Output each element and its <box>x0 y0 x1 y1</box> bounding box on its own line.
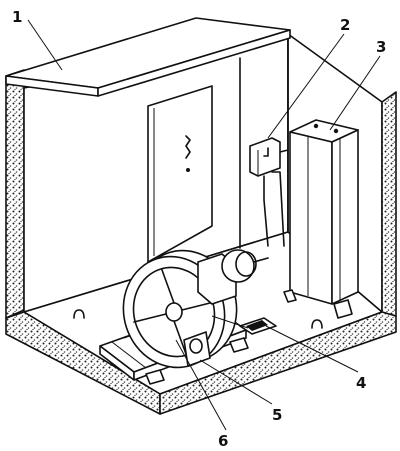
cabinet-front <box>289 131 333 305</box>
door <box>147 85 213 263</box>
floor-hook-icon <box>73 309 85 319</box>
motor-shaft <box>253 257 269 263</box>
sheave-spoke <box>181 301 215 311</box>
cabinet-foot <box>333 299 353 319</box>
floor-hook-icon <box>311 319 323 329</box>
sheave-spoke <box>161 269 175 304</box>
base-rail <box>111 341 147 369</box>
rope-hole-shadow <box>246 320 268 331</box>
ceiling-slab <box>5 17 291 97</box>
door-frame <box>147 85 213 263</box>
sheave-spoke <box>173 320 187 355</box>
sheave-spoke <box>133 313 167 323</box>
floor-slab-right <box>159 311 397 415</box>
callout-6: 6 <box>218 432 228 450</box>
motor-end-cap <box>235 251 257 277</box>
brake-drum <box>189 338 203 354</box>
right-wall-section <box>381 91 397 317</box>
door-lock-icon <box>186 168 190 172</box>
callout-4: 4 <box>356 374 366 392</box>
cabinet-bolt-icon <box>313 123 319 129</box>
switch-lever-icon <box>263 147 269 157</box>
switch-box <box>249 137 289 247</box>
machine-foot <box>145 369 165 385</box>
winch-machine <box>99 249 269 385</box>
callout-2: 2 <box>340 16 350 34</box>
motor-body <box>221 249 255 283</box>
cabinet-foot <box>283 289 297 303</box>
left-wall-section <box>5 69 25 319</box>
leader-line-1 <box>27 19 63 71</box>
cable-to-cabinet <box>271 171 285 247</box>
door-handle-icon <box>185 135 191 159</box>
callout-3: 3 <box>376 38 386 56</box>
cabinet-bolt-icon <box>333 128 339 134</box>
machine-foot <box>229 337 249 353</box>
leader-line-5 <box>199 359 273 405</box>
control-cabinet <box>283 119 359 319</box>
callout-5: 5 <box>272 406 282 424</box>
ceiling-slab-side <box>97 29 291 97</box>
switch-box-bracket <box>279 149 289 153</box>
switch-box-body <box>249 137 281 177</box>
rope-opening <box>211 315 277 335</box>
cable-to-motor <box>263 175 269 247</box>
leader-line-3 <box>329 55 381 131</box>
rope-line <box>211 315 249 329</box>
leader-line-4 <box>265 325 359 373</box>
cabinet-side <box>331 129 359 305</box>
callout-1: 1 <box>12 8 22 26</box>
leader-line-2 <box>267 33 345 139</box>
leader-line-6 <box>175 339 227 431</box>
brake-unit <box>183 331 211 367</box>
leader-lines <box>27 19 381 431</box>
